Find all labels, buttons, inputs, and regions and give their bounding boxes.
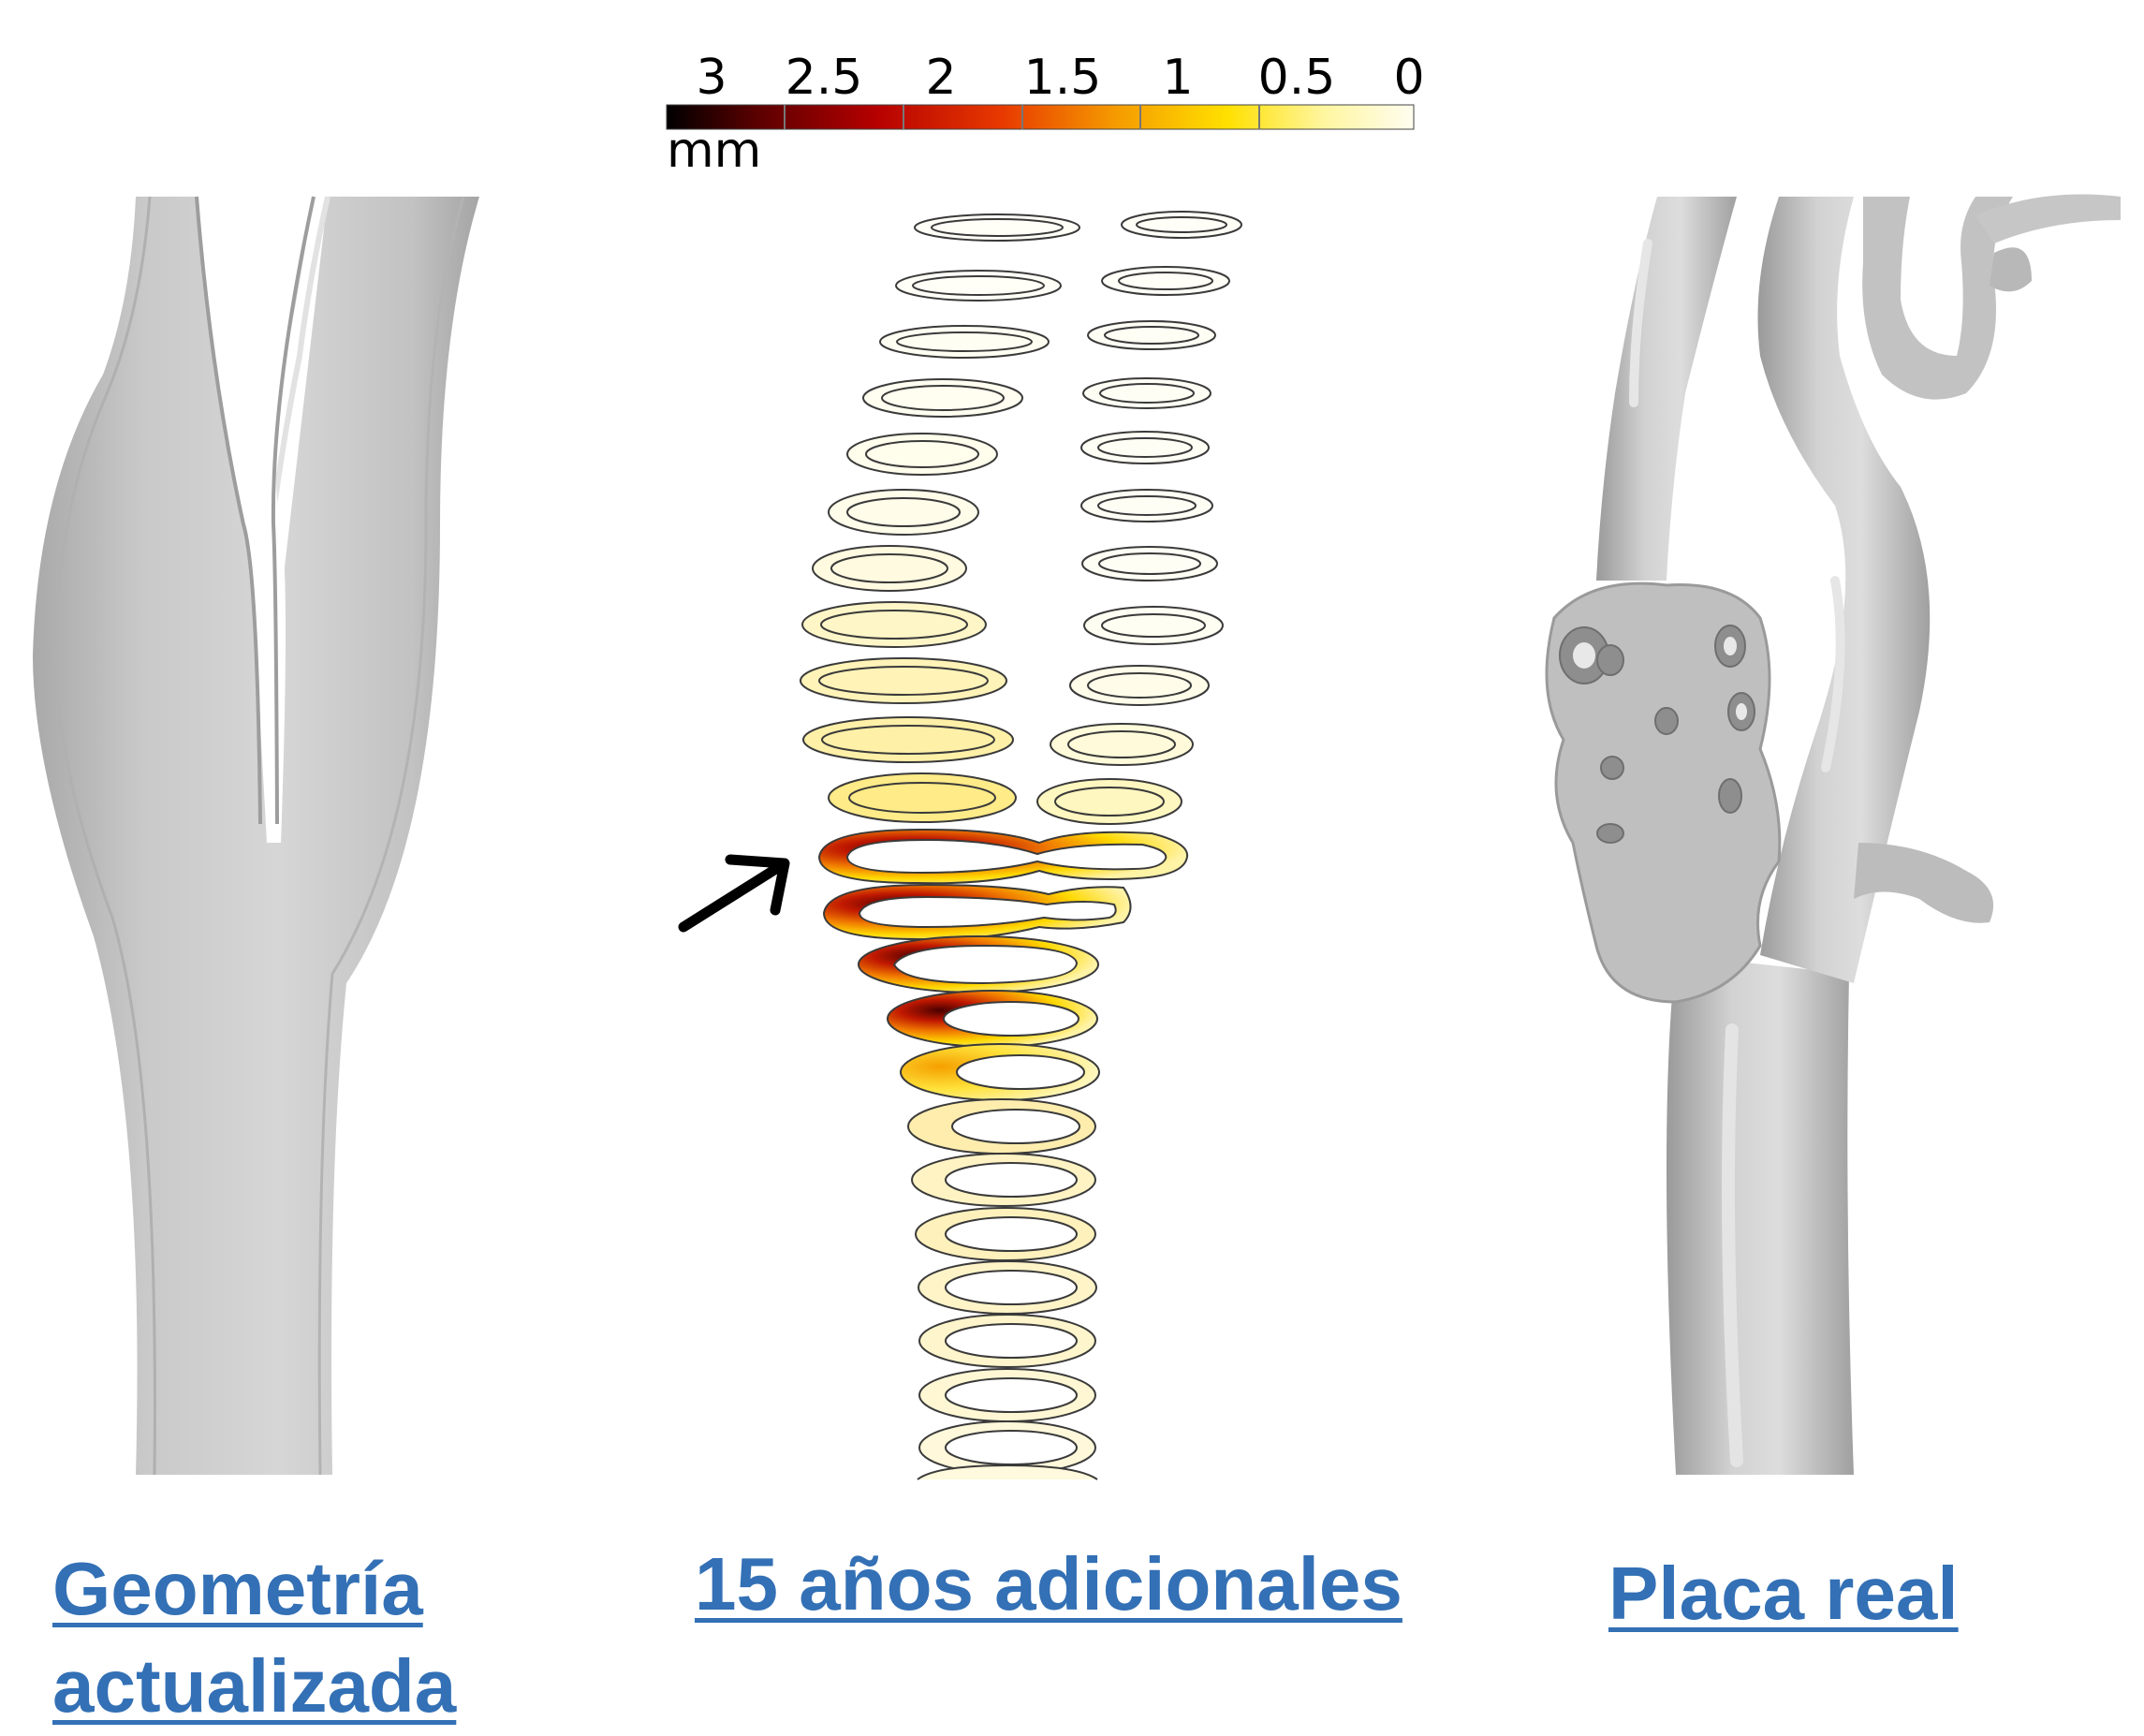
real-plaque-geometry (1547, 195, 2121, 1476)
arrow-up-right-icon (683, 860, 785, 927)
colorbar: 3 2.5 2 1.5 1 0.5 0 mm (667, 50, 1425, 179)
colorbar-ticks: 3 2.5 2 1.5 1 0.5 0 (696, 50, 1424, 106)
colorbar-unit: mm (667, 123, 761, 179)
colorbar-tick-label: 0.5 (1258, 50, 1336, 106)
colorbar-tick-label: 1.5 (1024, 50, 1102, 106)
colorbar-tick-label: 2.5 (786, 50, 863, 106)
caption-updated-geometry: Geometría actualizada (52, 1540, 456, 1735)
caption-real-plaque: Placa real (1608, 1545, 1959, 1642)
cross-sections (800, 212, 1241, 1479)
colorbar-tick-label: 0 (1393, 50, 1424, 106)
figure-panels: 3 2.5 2 1.5 1 0.5 0 mm (0, 0, 2144, 1498)
colorbar-tick-label: 1 (1162, 50, 1193, 106)
model-geometry (33, 197, 479, 1475)
caption-updated-geometry-line2: actualizada (52, 1638, 456, 1735)
colorbar-tick-label: 3 (696, 50, 727, 106)
caption-15-years: 15 años adicionales (695, 1536, 1402, 1633)
colorbar-gradient (667, 105, 1414, 129)
caption-updated-geometry-line1: Geometría (52, 1540, 456, 1638)
colorbar-tick-label: 2 (925, 50, 956, 106)
